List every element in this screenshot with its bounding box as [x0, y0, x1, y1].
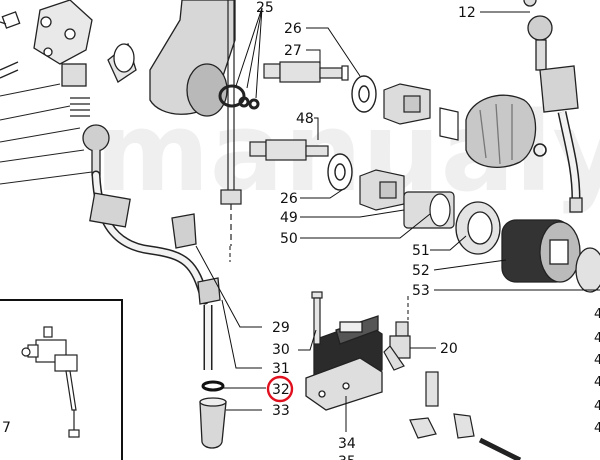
washers	[327, 75, 377, 191]
callout-31: 31	[272, 361, 290, 377]
bottom-fittings	[409, 371, 522, 460]
highlight-circle-32	[266, 375, 294, 403]
callout-right-1: 4	[594, 307, 600, 322]
callout-25: 25	[256, 0, 274, 16]
valve-stem-27	[263, 61, 349, 83]
callout-34: 34	[338, 436, 356, 452]
upper-left-fittings	[0, 0, 137, 176]
callout-30: 30	[272, 342, 290, 358]
callout-52: 52	[412, 263, 430, 279]
callout-33: 33	[272, 403, 290, 419]
solenoid-valve-34	[305, 315, 383, 411]
callout-right-3: 4	[594, 353, 600, 368]
inset-valve-drawing	[21, 326, 80, 438]
elbow-fitting-20	[383, 321, 411, 371]
callout-20: 20	[440, 341, 458, 357]
vertical-rod	[220, 0, 242, 246]
callout-right-4: 4	[594, 375, 600, 390]
bushing-49	[403, 191, 455, 229]
callout-35: 35	[338, 454, 356, 460]
right-pipe-assembly	[523, 0, 583, 213]
callout-50: 50	[280, 231, 298, 247]
callout-27: 27	[284, 43, 302, 59]
callout-labels: 12 25 26 27 48 26 49 50 51 52 53 29 30 3…	[256, 0, 600, 460]
part-33-cap	[199, 397, 227, 449]
callout-7: 7	[2, 420, 11, 436]
callout-29: 29	[272, 320, 290, 336]
brass-fittings	[359, 83, 431, 211]
screw-30	[311, 291, 323, 345]
callout-right-2: 4	[594, 331, 600, 346]
upper-cylinder-part	[149, 0, 260, 117]
callout-right-6: 4	[594, 421, 600, 436]
callout-51: 51	[412, 243, 430, 259]
callout-32: 32	[272, 382, 290, 398]
callout-right-5: 4	[594, 399, 600, 414]
control-knob	[465, 94, 547, 168]
cap-53	[575, 247, 600, 293]
callout-12: 12	[458, 5, 476, 21]
ring-51	[455, 201, 501, 255]
nut-52	[501, 219, 581, 283]
inset-detail-frame	[0, 299, 123, 460]
leader-lines	[195, 7, 600, 432]
pipe-assembly	[89, 170, 221, 370]
left-leader-lines	[0, 83, 93, 185]
part-32-o-ring	[201, 380, 225, 392]
callout-26-lower: 26	[280, 191, 298, 207]
square-gasket	[439, 107, 459, 141]
callout-53: 53	[412, 283, 430, 299]
callout-49: 49	[280, 210, 298, 226]
valve-stem-48	[249, 139, 329, 161]
callout-26-upper: 26	[284, 21, 302, 37]
callout-48: 48	[296, 111, 314, 127]
